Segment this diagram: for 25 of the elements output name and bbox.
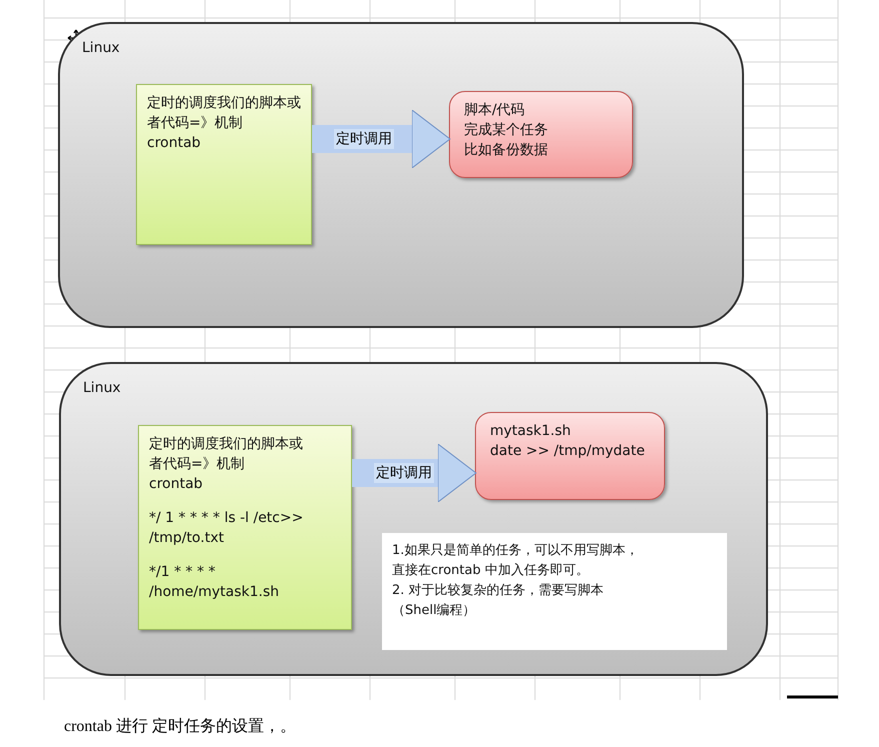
block-arrow [352,444,476,502]
linux-panel [58,22,744,328]
scheduler-box [138,425,352,630]
task-box [475,412,665,500]
linux-panel [59,362,768,676]
box-text: mytask1.sh [490,422,572,441]
box-text: */1 * * * * /home/mytask1.sh [149,563,280,602]
panel-title: Linux [82,39,121,58]
box-text: date >> /tmp/mydate [490,442,646,461]
box-text: 比如备份数据 [464,141,549,160]
box-text: */ 1 * * * * ls -l /etc>> /tmp/to.txt [149,509,304,548]
note-box [382,533,727,650]
scheduler-box [136,84,312,245]
edge-label: 定时调用 [374,463,434,483]
panel-title: Linux [83,379,122,398]
box-text: 脚本/代码 [464,101,526,120]
task-box [449,91,633,178]
caption: crontab 进行 定时任务的设置，。 [64,716,296,737]
box-text: 2. 对于比较复杂的任务，需要写脚本（Shell编程） [392,582,605,620]
box-text: crontab [147,134,202,153]
box-text: 完成某个任务 [464,121,549,140]
edge-label: 定时调用 [334,129,394,149]
box-text: crontab [149,475,204,494]
box-text: 1.如果只是简单的任务，可以不用写脚本，直接在crontab 中加入任务即可。 [392,542,640,580]
block-arrow [312,110,450,168]
